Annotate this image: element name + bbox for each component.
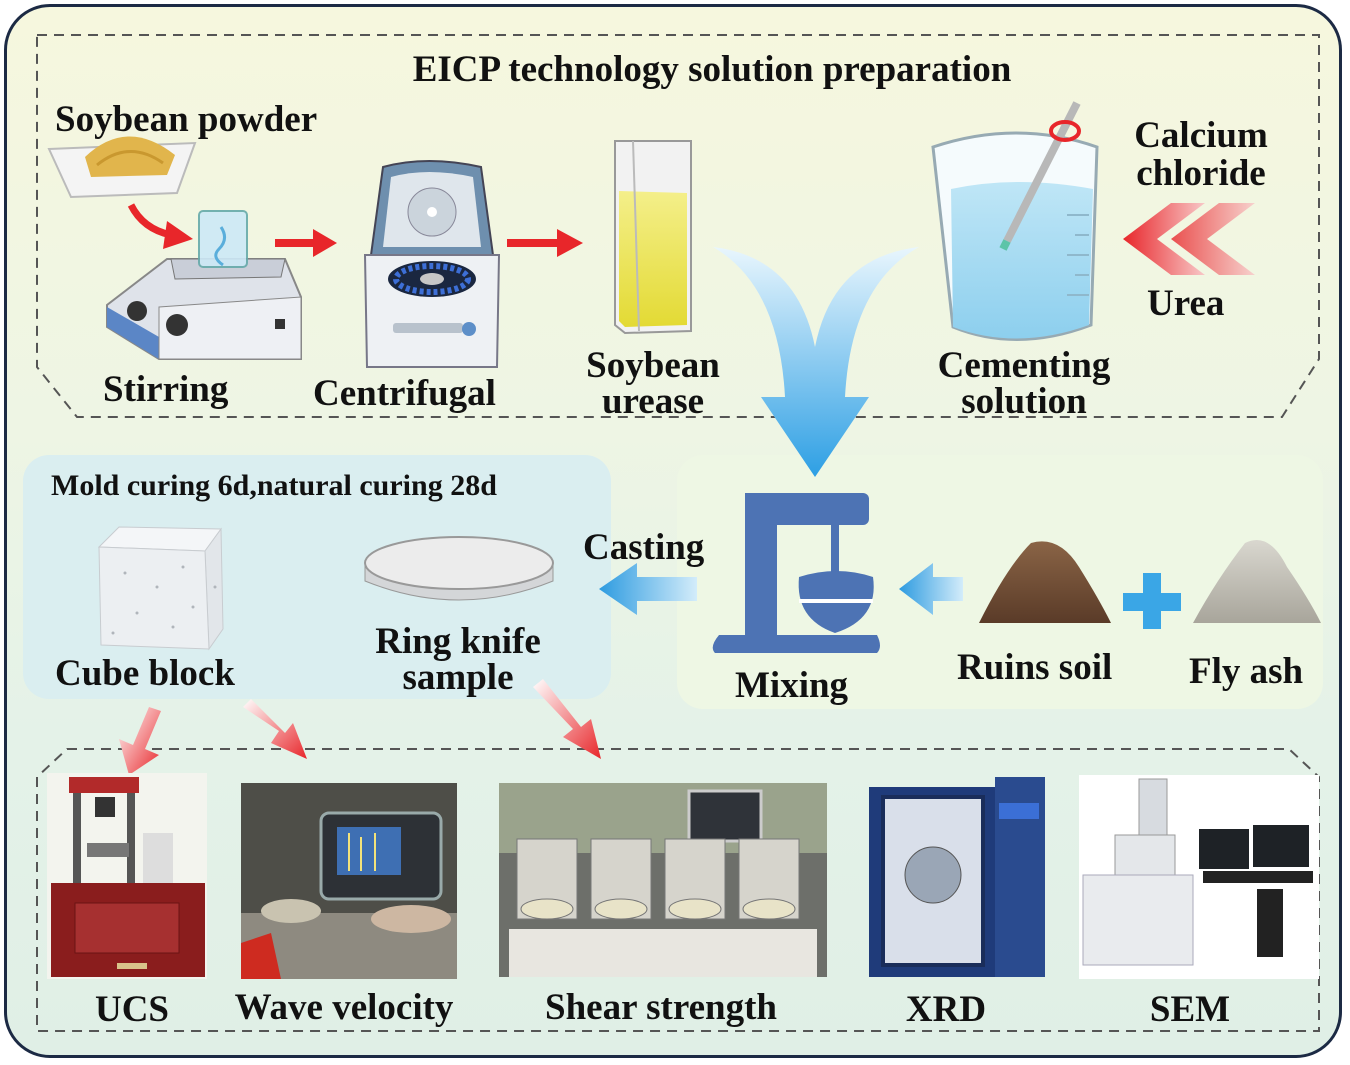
ruins-soil-label: Ruins soil	[957, 647, 1113, 688]
soil-pile-icon	[979, 541, 1111, 623]
arrow-mixer-to-casting	[599, 563, 697, 615]
top-title: EICP technology solution preparation	[412, 49, 1012, 90]
ring-knife-line2: sample	[402, 657, 514, 698]
arrow-bowl-to-stirrer	[127, 203, 172, 239]
chevron-arrows	[1123, 203, 1255, 275]
shear-strength-image	[499, 783, 827, 977]
top-illustrations	[47, 101, 1321, 775]
fly-ash-label: Fly ash	[1189, 651, 1304, 692]
cuvette-icon	[614, 140, 692, 335]
arrow-cube-to-wave	[243, 699, 307, 759]
bottom-dashed-panel	[36, 748, 1320, 1032]
ash-pile-icon	[1193, 540, 1321, 623]
plus-icon	[1123, 573, 1181, 629]
ring-knife-line1: Ring knife	[375, 621, 541, 662]
cube-block-label: Cube block	[55, 653, 235, 694]
casting-label: Casting	[583, 527, 705, 568]
urea-label: Urea	[1147, 283, 1225, 324]
sem-machine-image	[1079, 775, 1319, 979]
xrd-machine-image	[869, 777, 1045, 977]
disc-icon	[364, 536, 554, 601]
test-label-wave-velocity: Wave velocity	[234, 987, 454, 1028]
beaker-icon	[931, 101, 1099, 341]
diagram-frame: EICP technology solution preparation Soy…	[4, 4, 1342, 1058]
wave-velocity-image	[241, 783, 457, 979]
calcium-chloride-line1: Calcium	[1134, 115, 1268, 156]
stirrer-icon	[106, 210, 302, 360]
soybean-urease-line2: urease	[601, 381, 705, 422]
arrow-ring-to-shear	[533, 679, 601, 759]
calcium-chloride-line2: chloride	[1136, 153, 1266, 194]
cube-icon	[97, 526, 224, 651]
test-label-xrd: XRD	[905, 989, 987, 1030]
arrow-materials-to-mixer	[899, 563, 963, 615]
arrow-cube-to-ucs	[119, 707, 161, 775]
curing-label: Mold curing 6d,natural curing 28d	[51, 469, 497, 502]
centrifugal-label: Centrifugal	[313, 373, 496, 414]
top-dashed-panel	[36, 34, 1320, 418]
mixer-icon	[712, 493, 880, 653]
test-label-shear-strength: Shear strength	[545, 987, 777, 1028]
cementing-solution-line1: Cementing	[937, 345, 1111, 386]
merge-arrow	[713, 247, 919, 477]
soybean-powder-label: Soybean powder	[55, 99, 318, 140]
stirring-label: Stirring	[103, 369, 229, 410]
arrow-centrifugal-to-urease	[507, 229, 583, 257]
test-label-sem: SEM	[1149, 989, 1231, 1030]
centrifuge-icon	[363, 160, 501, 368]
panel-outlines	[36, 34, 1320, 1032]
ucs-machine-image	[47, 773, 207, 979]
mixing-label: Mixing	[735, 665, 849, 706]
bowl-icon	[47, 136, 197, 199]
arrow-stirring-to-centrifugal	[275, 229, 337, 257]
test-label-ucs: UCS	[94, 989, 170, 1030]
cementing-solution-line2: solution	[961, 381, 1087, 422]
soybean-urease-line1: Soybean	[586, 345, 720, 386]
